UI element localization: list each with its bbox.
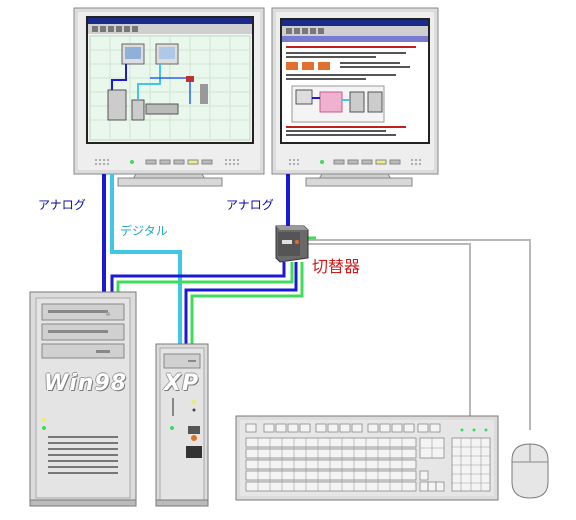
xp-label: XP bbox=[164, 371, 200, 396]
switch-to-xp-video bbox=[184, 262, 298, 344]
win98-tower bbox=[29, 291, 137, 507]
switcher-label: 切替器 bbox=[312, 257, 361, 276]
mouse-cable bbox=[308, 239, 531, 430]
switch-to-win98-usb bbox=[116, 262, 294, 292]
kvm-switcher bbox=[275, 225, 309, 263]
keyboard-cable bbox=[308, 243, 471, 420]
cables bbox=[102, 174, 531, 430]
mouse bbox=[511, 443, 549, 499]
xp-tower bbox=[155, 343, 209, 507]
win98-label: Win98 bbox=[44, 371, 128, 396]
switch-to-win98-video bbox=[110, 262, 286, 292]
switch-to-xp-usb bbox=[190, 262, 304, 344]
right-monitor bbox=[271, 7, 439, 187]
digital-cable bbox=[110, 174, 182, 344]
analog-label-left: アナログ bbox=[38, 198, 86, 212]
analog-label-right: アナログ bbox=[226, 198, 274, 212]
keyboard bbox=[235, 415, 499, 501]
left-monitor bbox=[73, 7, 265, 187]
digital-label: デジタル bbox=[120, 224, 168, 238]
